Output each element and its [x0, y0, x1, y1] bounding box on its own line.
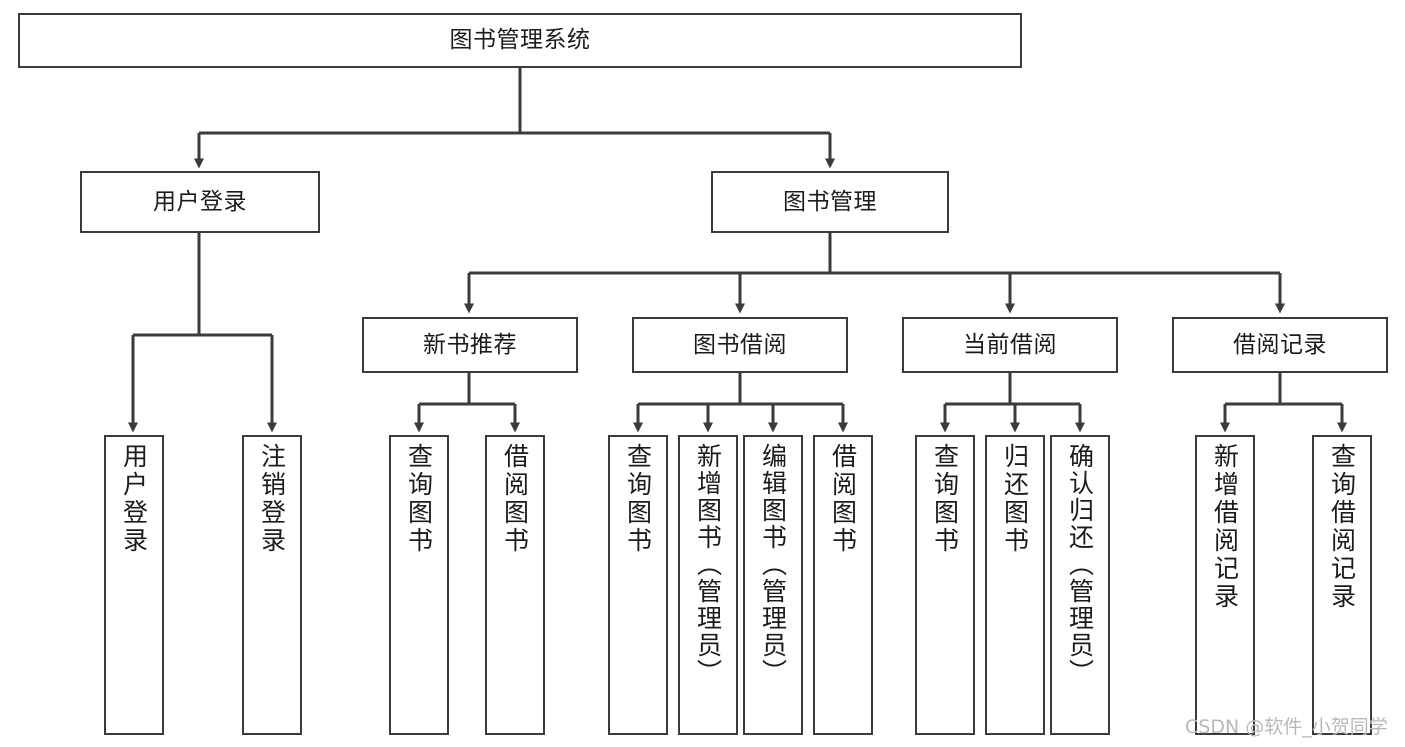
node-book-management[interactable]: 图书管理	[711, 171, 949, 233]
node-root-system[interactable]: 图书管理系统	[18, 13, 1022, 68]
node-book-borrow[interactable]: 图书借阅	[632, 317, 848, 373]
node-label: 查询图书	[404, 443, 434, 555]
node-label: 注销登录	[257, 443, 287, 555]
node-label: 新增借阅记录	[1210, 443, 1240, 611]
node-current-borrow[interactable]: 当前借阅	[902, 317, 1118, 373]
node-new-book-recommend[interactable]: 新书推荐	[362, 317, 578, 373]
node-label: 当前借阅	[963, 331, 1057, 358]
leaf-user-login-logout[interactable]: 注销登录	[242, 435, 302, 735]
leaf-new-book-borrow[interactable]: 借阅图书	[485, 435, 545, 735]
leaf-current-confirm-return-admin[interactable]: 确认归还（管理员）	[1050, 435, 1110, 735]
node-user-login[interactable]: 用户登录	[80, 171, 320, 233]
node-label: 图书管理	[783, 188, 877, 215]
node-label: 图书借阅	[693, 331, 787, 358]
leaf-record-query-record[interactable]: 查询借阅记录	[1312, 435, 1372, 735]
node-label: 新书推荐	[423, 331, 517, 358]
node-label: 新增图书（管理员）	[693, 443, 723, 686]
leaf-borrow-edit-book-admin[interactable]: 编辑图书（管理员）	[743, 435, 803, 735]
node-label: 归还图书	[1000, 443, 1030, 555]
node-label: 查询借阅记录	[1327, 443, 1357, 611]
leaf-borrow-add-book-admin[interactable]: 新增图书（管理员）	[678, 435, 738, 735]
node-label: 查询图书	[623, 443, 653, 555]
node-label: 用户登录	[119, 443, 149, 555]
leaf-current-query-book[interactable]: 查询图书	[915, 435, 975, 735]
node-label: 确认归还（管理员）	[1065, 443, 1095, 686]
node-borrow-record[interactable]: 借阅记录	[1172, 317, 1388, 373]
node-label: 查询图书	[930, 443, 960, 555]
leaf-borrow-borrow-book[interactable]: 借阅图书	[813, 435, 873, 735]
leaf-new-book-query[interactable]: 查询图书	[389, 435, 449, 735]
leaf-borrow-query-book[interactable]: 查询图书	[608, 435, 668, 735]
node-label: 借阅图书	[500, 443, 530, 555]
leaf-current-return-book[interactable]: 归还图书	[985, 435, 1045, 735]
node-label: 借阅图书	[828, 443, 858, 555]
leaf-record-add-record[interactable]: 新增借阅记录	[1195, 435, 1255, 735]
node-label: 图书管理系统	[449, 27, 591, 54]
node-label: 借阅记录	[1233, 331, 1327, 358]
node-label: 编辑图书（管理员）	[758, 443, 788, 686]
node-label: 用户登录	[153, 188, 247, 215]
leaf-user-login-login[interactable]: 用户登录	[104, 435, 164, 735]
